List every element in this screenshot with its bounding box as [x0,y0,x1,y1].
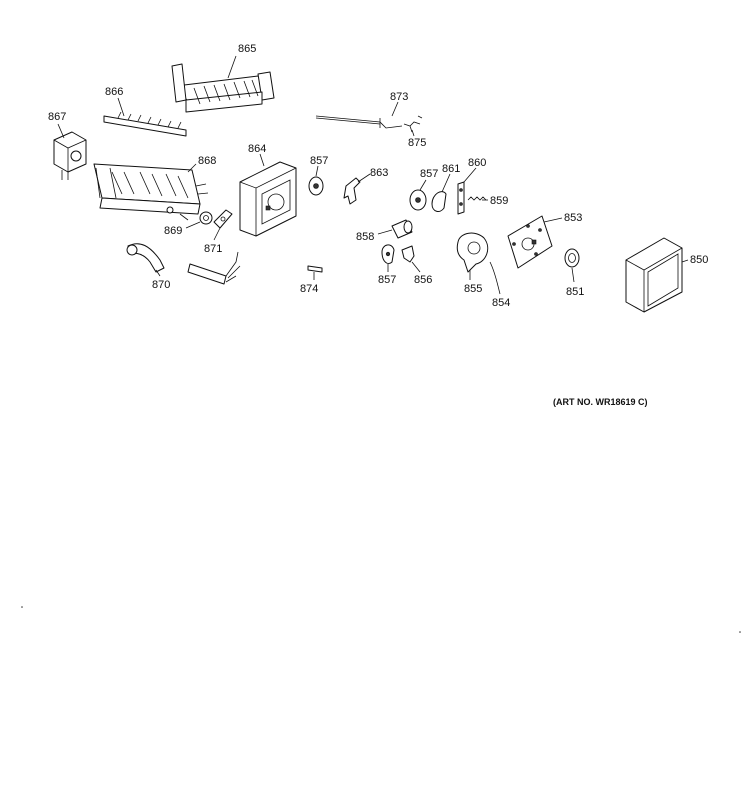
part-860-drawing [457,181,465,215]
label-856: 856 [414,274,432,286]
part-866-drawing [103,111,187,137]
label-853: 853 [564,212,582,224]
part-869-drawing [199,211,213,225]
part-851-drawing [564,248,580,268]
part-857-upper-left-drawing [308,176,324,196]
label-873: 873 [390,91,408,103]
label-850: 850 [690,254,708,266]
label-874: 874 [300,283,318,295]
label-860: 860 [468,157,486,169]
part-875-drawing [403,115,423,133]
label-868: 868 [198,155,216,167]
part-859-drawing [467,196,487,201]
part-868-drawing [93,163,209,221]
label-870: 870 [152,279,170,291]
label-861: 861 [442,163,460,175]
label-858: 858 [356,231,374,243]
label-855: 855 [464,283,482,295]
label-875: 875 [408,137,426,149]
label-851: 851 [566,286,584,298]
label-857-upper-left: 857 [310,155,328,167]
part-857-lower-drawing [381,244,395,265]
scan-speck [21,606,23,608]
label-857-upper-middle: 857 [420,168,438,180]
part-858-drawing [391,219,413,239]
label-871: 871 [204,243,222,255]
part-867-drawing [53,131,87,180]
art-number: (ART NO. WR18619 C) [553,397,648,407]
part-874-drawing [307,265,323,273]
part-864-drawing [239,161,297,237]
part-856-drawing [401,245,415,263]
part-865-drawing [171,63,275,113]
label-859: 859 [490,195,508,207]
label-864: 864 [248,143,266,155]
scan-speck [739,631,741,633]
part-871-drawing [213,209,233,229]
label-866: 866 [105,86,123,98]
label-865: 865 [238,43,256,55]
part-873-drawing [315,115,403,129]
part-854-drawing [489,261,499,287]
label-863: 863 [370,167,388,179]
part-853-drawing [507,215,553,269]
label-857-lower: 857 [378,274,396,286]
part-857-upper-middle-drawing [409,189,427,211]
part-863-drawing [343,177,361,205]
part-861-drawing [431,191,447,212]
label-854: 854 [492,297,510,309]
label-869: 869 [164,225,182,237]
part-850-drawing [625,237,683,313]
wire-harness-drawing [187,251,241,285]
label-867: 867 [48,111,66,123]
part-870-drawing [126,243,165,273]
part-855-drawing [456,232,489,273]
